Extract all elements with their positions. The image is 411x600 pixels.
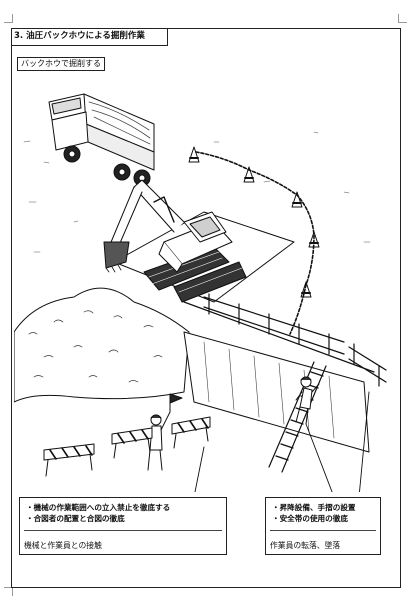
work-label: バックホウで掘削する xyxy=(17,57,105,71)
countermeasure-item: 機械の作業範囲への立入禁止を徹底する xyxy=(26,502,222,513)
hazard-consequence: 機械と作業員との接触 xyxy=(24,541,102,550)
leader-line xyxy=(359,391,370,492)
guard-rail-icon xyxy=(203,293,387,387)
excavation-illustration xyxy=(14,93,387,492)
hazard-note-machine-contact: 機械の作業範囲への立入禁止を徹底する 合図者の配置と合図の徹底 機械と作業員との… xyxy=(19,497,227,555)
trench-wall xyxy=(183,331,370,453)
countermeasure-list: 機械の作業範囲への立入禁止を徹底する 合図者の配置と合図の徹底 xyxy=(20,498,226,524)
traffic-cone-icon xyxy=(188,146,320,298)
countermeasure-list: 昇降設備、手摺の設置 安全帯の使用の徹底 xyxy=(266,498,380,524)
note-divider xyxy=(270,530,376,531)
worker-icon xyxy=(295,376,320,425)
hazard-note-fall: 昇降設備、手摺の設置 安全帯の使用の徹底 作業員の転落、墜落 xyxy=(265,497,381,555)
corner-mark xyxy=(4,14,13,23)
soil-mound xyxy=(14,287,190,403)
countermeasure-item: 昇降設備、手摺の設置 xyxy=(272,502,376,513)
countermeasure-item: 合図者の配置と合図の徹底 xyxy=(26,513,222,524)
leader-line xyxy=(194,446,205,492)
wall-hatching xyxy=(203,341,335,439)
barrier-rope xyxy=(195,151,315,335)
corner-mark xyxy=(398,14,407,23)
countermeasure-item: 安全帯の使用の徹底 xyxy=(272,513,376,524)
note-divider xyxy=(24,530,222,531)
corner-mark xyxy=(4,587,13,596)
backhoe-icon xyxy=(103,179,247,303)
soil-texture xyxy=(28,310,163,383)
dump-truck-icon xyxy=(48,93,155,187)
barricade-icon xyxy=(43,416,211,477)
leader-line xyxy=(305,423,333,492)
page-frame xyxy=(11,28,401,588)
flag-icon xyxy=(169,393,183,413)
hazard-consequence: 作業員の転落、墜落 xyxy=(270,541,341,550)
trench-edge xyxy=(183,301,375,373)
worker-icon xyxy=(147,411,171,471)
section-title: 3. 油圧バックホウによる掘削作業 xyxy=(11,28,168,46)
